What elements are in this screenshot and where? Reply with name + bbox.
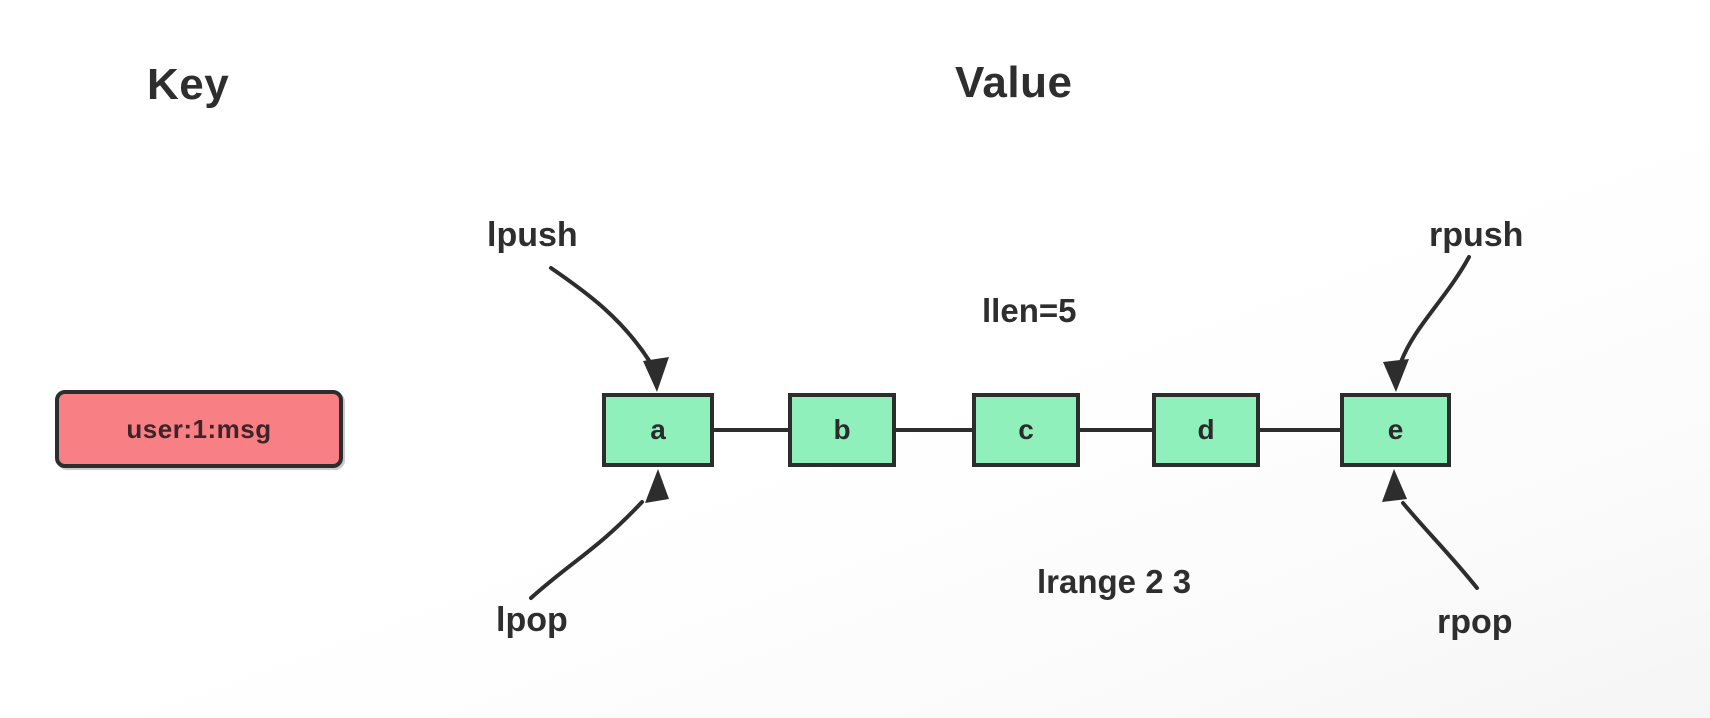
key-box: user:1:msg	[55, 390, 343, 468]
lpush-arrow	[549, 266, 652, 364]
list-node-label: e	[1387, 414, 1404, 445]
list-node-label: c	[1018, 414, 1034, 445]
list-node-label: a	[650, 414, 666, 445]
lpush-arrowhead-icon	[643, 357, 669, 392]
rpush-arrow	[1399, 255, 1471, 364]
list-node-label: b	[833, 414, 851, 445]
list-node-label: d	[1197, 414, 1215, 445]
rpush-label: rpush	[1429, 216, 1524, 254]
rpop-arrow	[1401, 501, 1479, 590]
value-heading: Value	[955, 58, 1073, 107]
rpush-arrowhead-icon	[1383, 359, 1409, 392]
lpush-label: lpush	[487, 216, 578, 254]
lpop-label: lpop	[496, 601, 568, 639]
key-heading: Key	[147, 60, 230, 109]
lpop-arrowhead-icon	[645, 469, 669, 503]
llen-annotation: llen=5	[982, 292, 1077, 329]
lrange-annotation: lrange 2 3	[1037, 563, 1192, 600]
list-node: d	[1152, 393, 1260, 467]
key-box-label: user:1:msg	[126, 413, 272, 444]
list-node: c	[972, 393, 1080, 467]
list-node-tail: e	[1340, 393, 1451, 467]
lpop-arrow	[529, 500, 644, 600]
rpop-label: rpop	[1437, 603, 1513, 641]
list-node: b	[788, 393, 896, 467]
rpop-arrowhead-icon	[1382, 469, 1407, 502]
list-node-head: a	[602, 393, 714, 467]
